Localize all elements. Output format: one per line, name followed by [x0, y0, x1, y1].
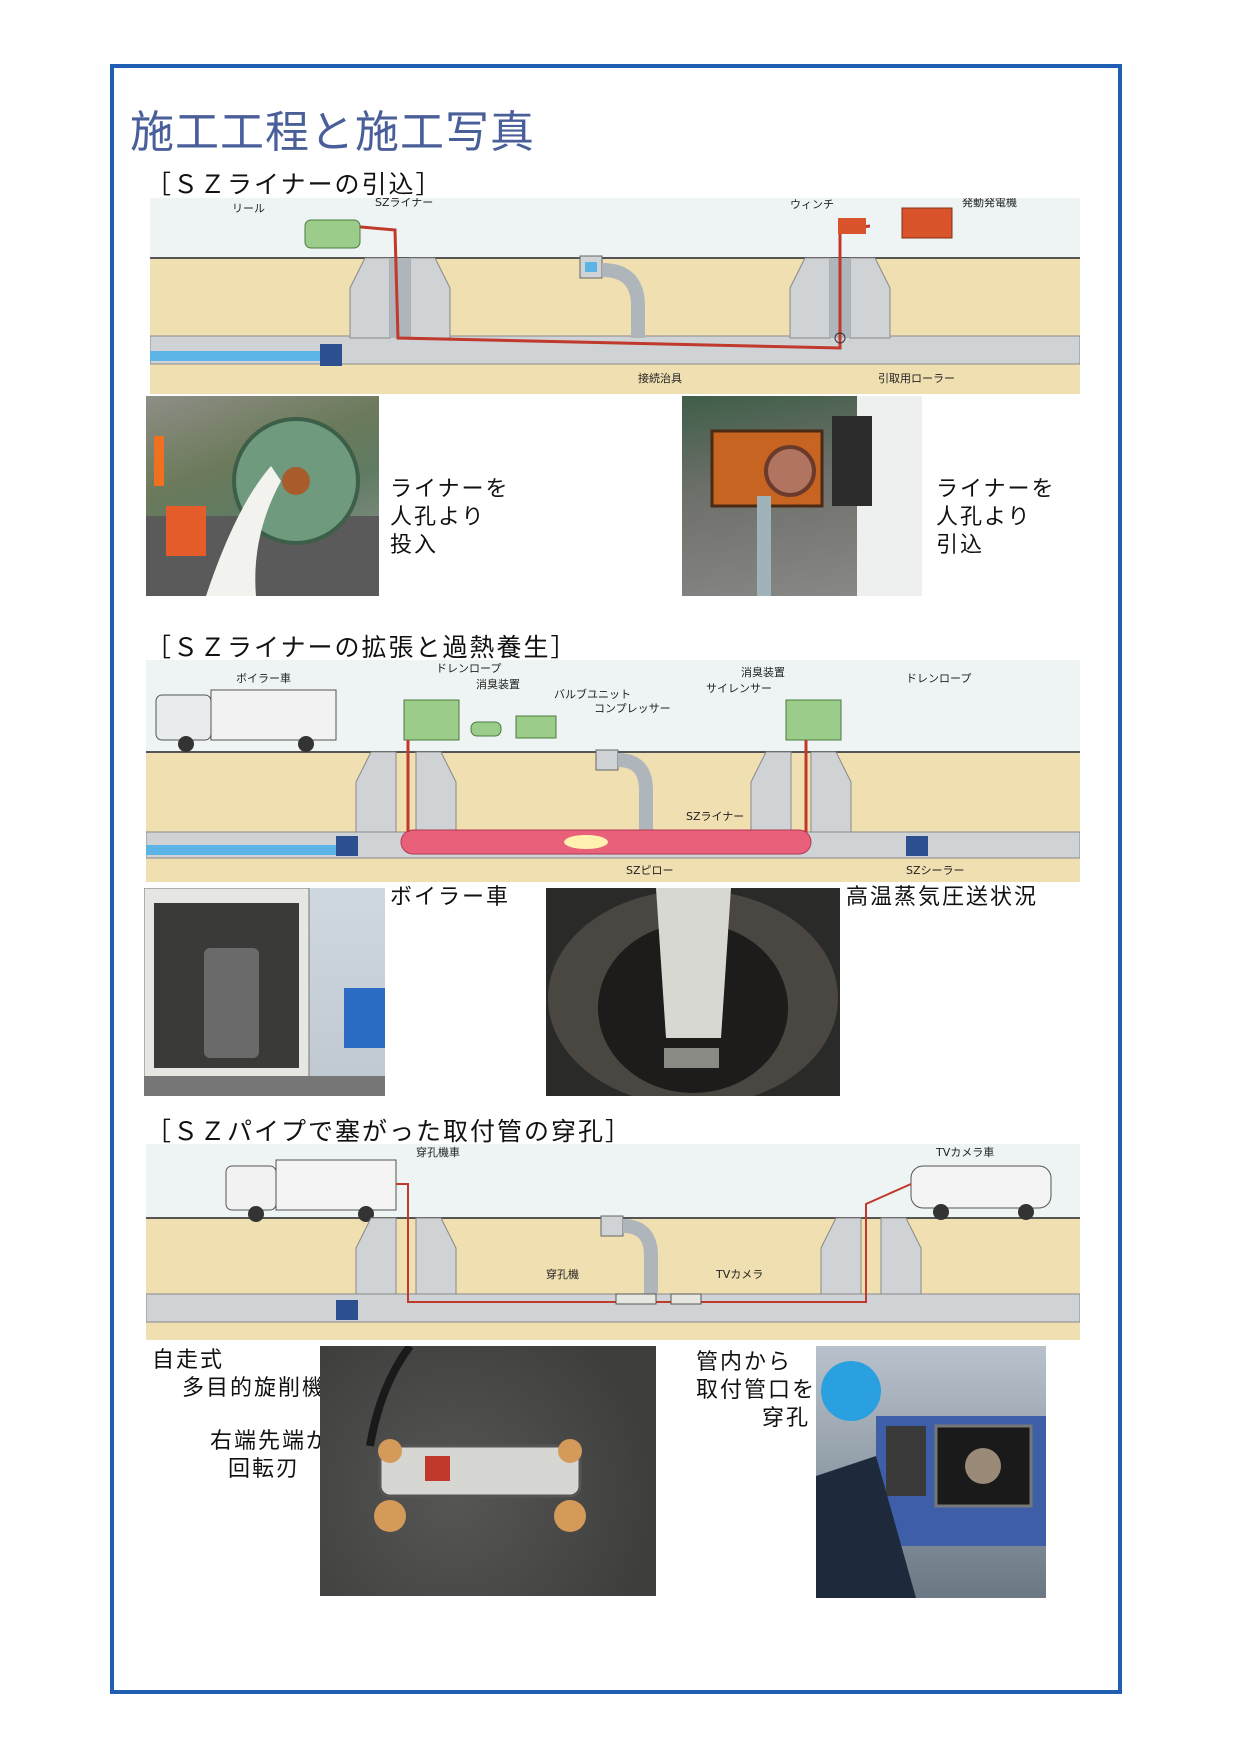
- label-drill-truck: 穿孔機車: [416, 1145, 460, 1159]
- label-joint: 接続治具: [638, 371, 682, 385]
- label-liner: SZライナー: [375, 198, 433, 209]
- label-drain-rope1: ドレンロープ: [436, 662, 501, 675]
- label-boiler-truck: ボイラー車: [236, 671, 291, 685]
- caption-pull: ライナーを 人孔より 引込: [936, 477, 1056, 558]
- boiler-truck-photo: [144, 888, 385, 1096]
- label-winch: ウィンチ: [790, 198, 834, 211]
- steam-feed-photo: [546, 888, 840, 1096]
- label-sz-sealer: SZシーラー: [906, 864, 965, 877]
- label-reel: リール: [232, 202, 265, 215]
- section3-heading: ［ＳＺパイプで塞がった取付管の穿孔］: [146, 1117, 633, 1146]
- label-tv-camera: TVカメラ: [715, 1268, 763, 1281]
- label-sz-liner: SZライナー: [686, 810, 744, 823]
- label-compressor: コンプレッサー: [594, 702, 671, 715]
- caption-steam: 高温蒸気圧送状況: [846, 885, 1039, 910]
- label-valve-unit: バルブユニット: [554, 687, 631, 701]
- label-roller: 引取用ローラー: [878, 371, 955, 385]
- label-drill: 穿孔機: [546, 1267, 579, 1281]
- label-deodorizer2: 消臭装置: [741, 665, 785, 679]
- page-title: 施工工程と施工写真: [130, 107, 535, 158]
- liner-insertion-diagram: リール SZライナー ウィンチ 発動発電機 接続治具 引取用ローラー: [150, 198, 1080, 394]
- label-deodorizer1: 消臭装置: [476, 677, 520, 691]
- lateral-drilling-diagram: 穿孔機車 TVカメラ車 穿孔機 TVカメラ: [146, 1144, 1080, 1340]
- reel-photo: [146, 396, 379, 596]
- label-drain-rope2: ドレンロープ: [906, 672, 971, 685]
- page-frame: [110, 64, 1122, 1694]
- caption-drill-from-pipe: 管内から 取付管口を 穿孔: [696, 1350, 817, 1431]
- label-sz-pillow: SZピロー: [626, 864, 674, 877]
- caption-self-propelled: 自走式 多目的旋削機: [152, 1348, 327, 1401]
- caption-rotating-blade: 右端先端が 回転刃: [210, 1429, 331, 1482]
- lathe-machine-photo: [320, 1346, 656, 1596]
- label-silencer: サイレンサー: [706, 682, 772, 695]
- winch-photo: [682, 396, 922, 596]
- section2-heading: ［ＳＺライナーの拡張と過熱養生］: [146, 633, 578, 662]
- section1-heading: ［ＳＺライナーの引込］: [146, 170, 443, 199]
- tv-monitor-photo: [816, 1346, 1046, 1598]
- caption-insert: ライナーを 人孔より 投入: [390, 477, 510, 558]
- caption-boiler-truck: ボイラー車: [390, 885, 511, 910]
- label-generator: 発動発電機: [962, 198, 1017, 209]
- liner-expansion-diagram: ボイラー車 ドレンロープ 消臭装置 バルブユニット コンプレッサー 消臭装置 サ…: [146, 660, 1080, 882]
- label-tv-truck: TVカメラ車: [935, 1145, 994, 1159]
